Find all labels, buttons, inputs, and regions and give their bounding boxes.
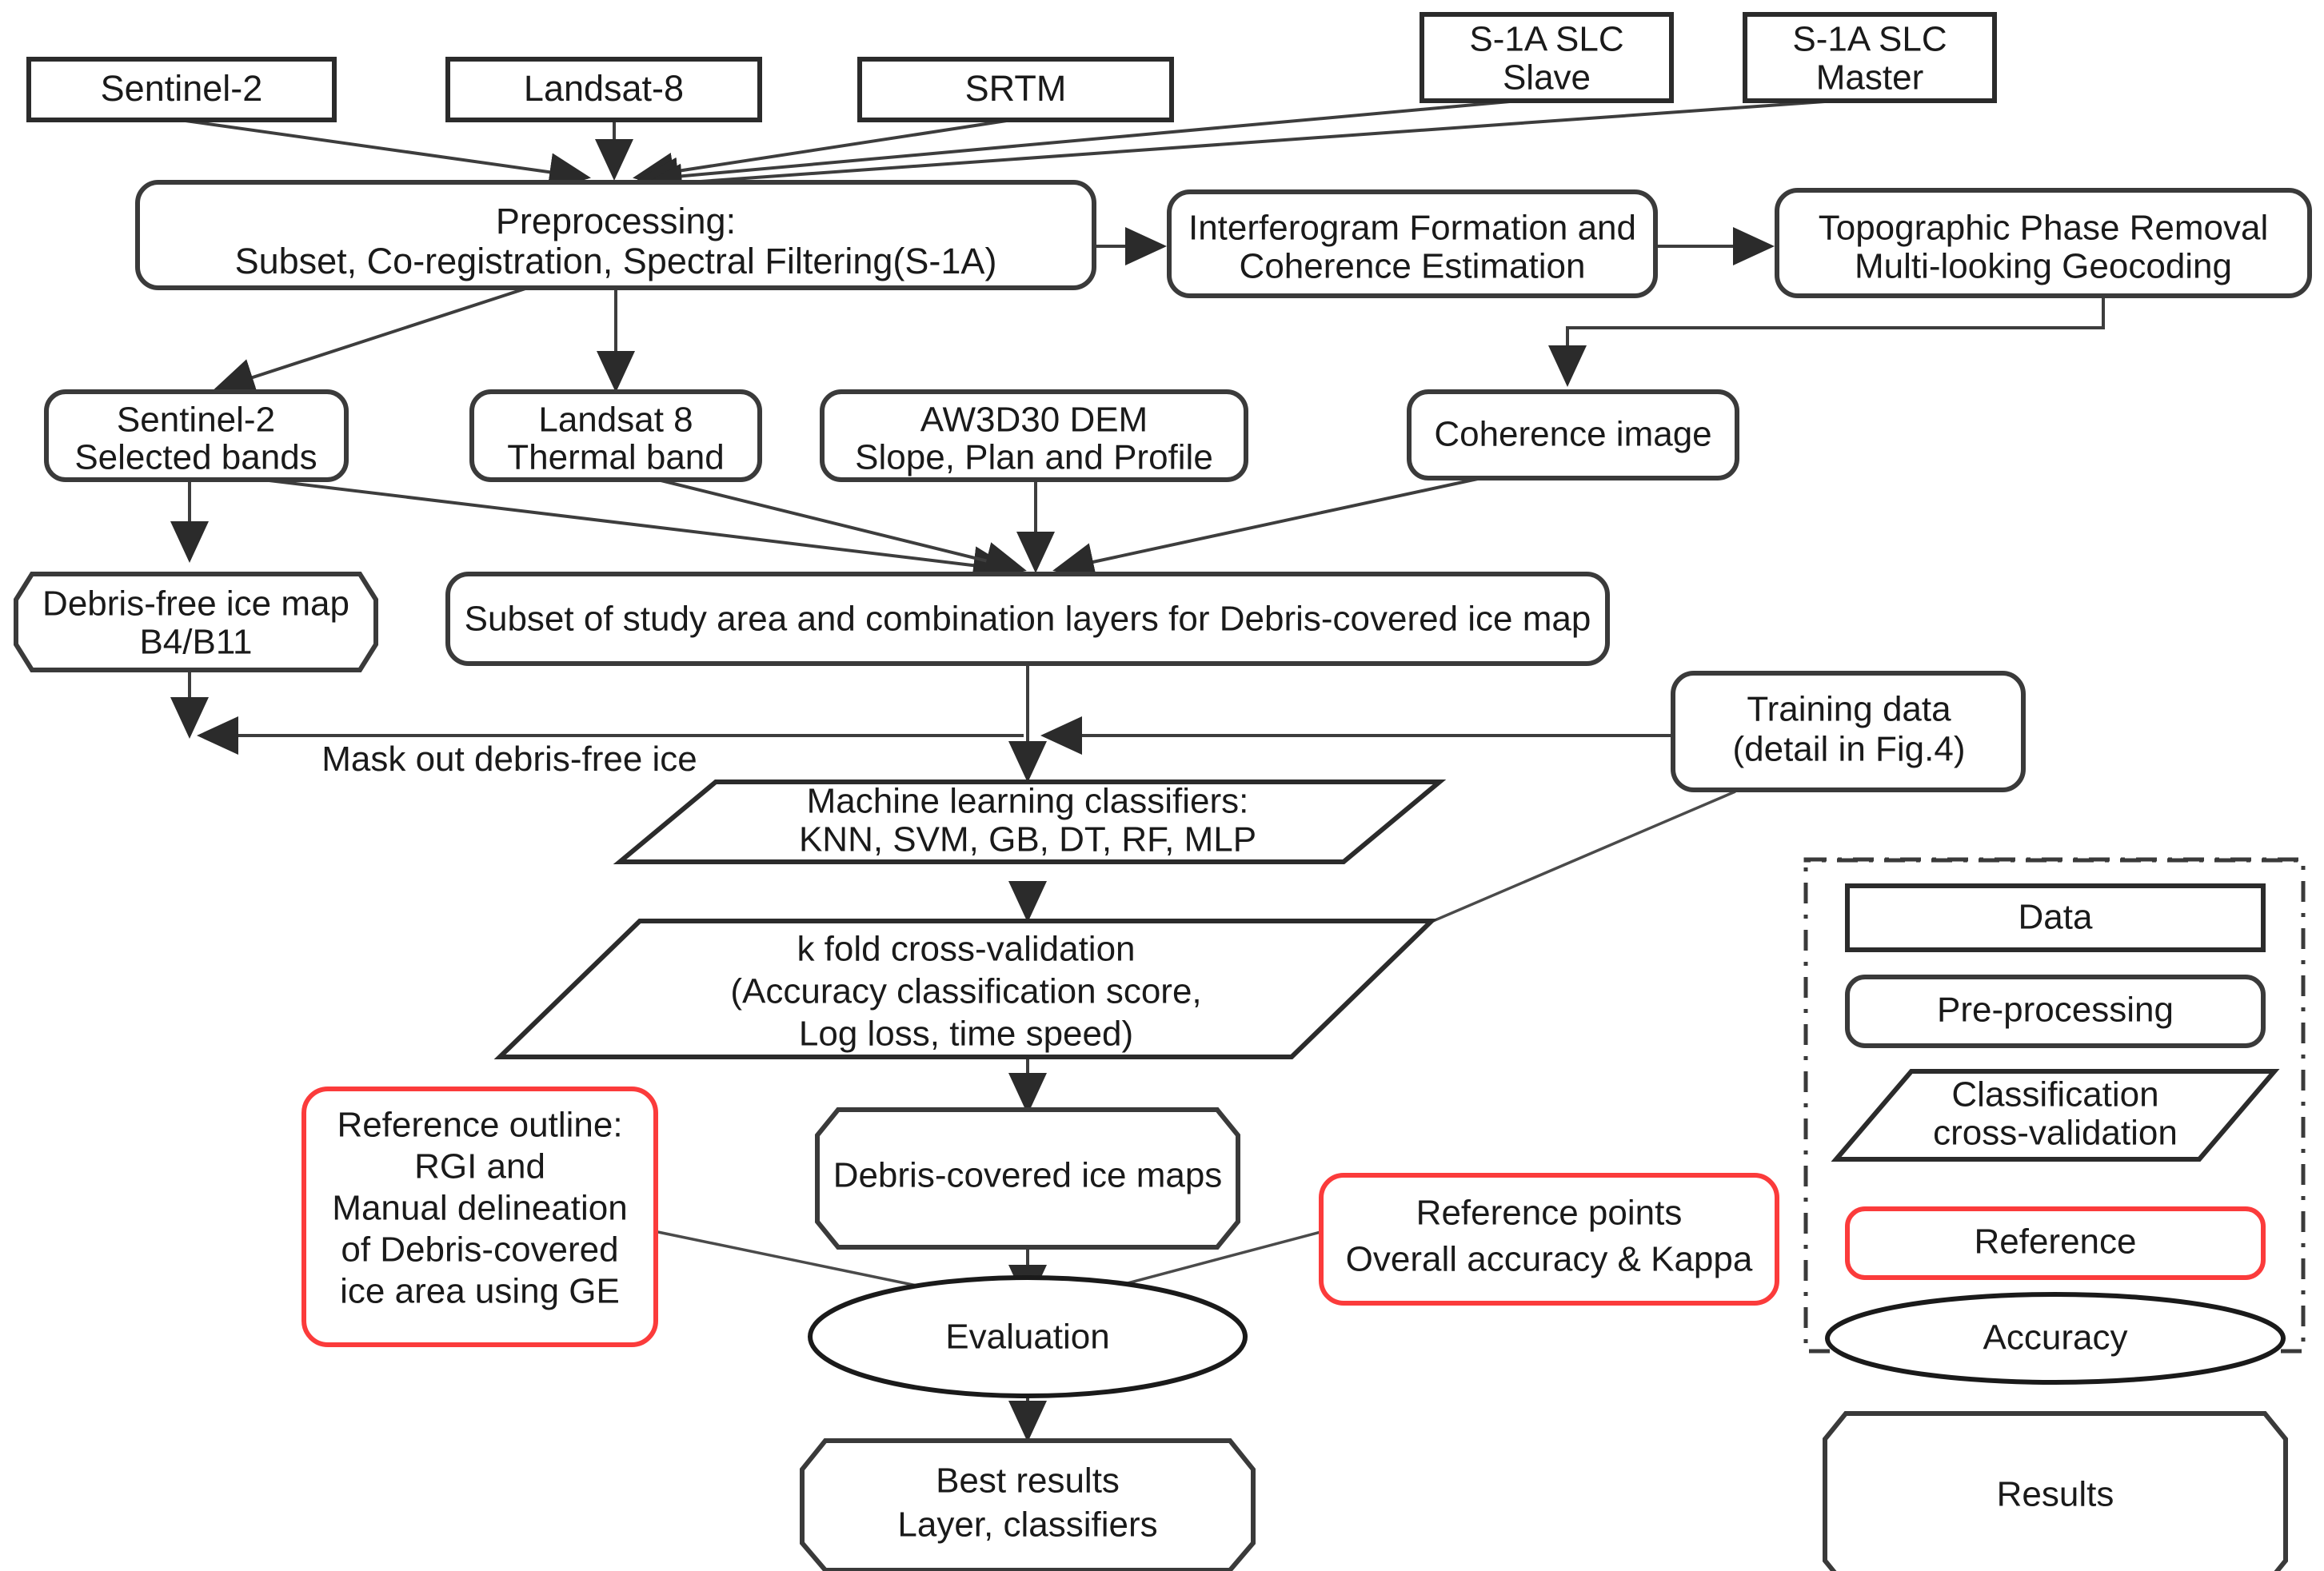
node-reference-points[interactable]: Reference points Overall accuracy & Kapp…	[1319, 1173, 1779, 1306]
node-sentinel-2[interactable]: Sentinel-2	[26, 57, 337, 122]
legend-item-reference: Reference	[1845, 1206, 2266, 1280]
node-landsat-8[interactable]: Landsat-8	[445, 57, 762, 122]
legend-label-data: Data	[2019, 898, 2093, 937]
node-s1a-slc-master-label-line1: S-1A SLC	[1792, 20, 1947, 59]
node-debris-covered-maps-label: Debris-covered ice maps	[833, 1156, 1223, 1195]
node-training-data[interactable]: Training data (detail in Fig.4)	[1671, 671, 2026, 792]
node-machine-learning-classifiers[interactable]: Machine learning classifiers: KNN, SVM, …	[613, 780, 1447, 864]
node-k-fold-cross-validation[interactable]: k fold cross-validation (Accuracy classi…	[493, 919, 1438, 1059]
node-debris-free-label-line2: B4/B11	[139, 623, 252, 662]
node-aw3d30-label-line2: Slope, Plan and Profile	[855, 438, 1213, 477]
node-reference-outline[interactable]: Reference outline: RGI and Manual deline…	[301, 1087, 658, 1347]
node-srtm-label: SRTM	[965, 68, 1067, 109]
node-evaluation[interactable]: Evaluation	[808, 1275, 1248, 1398]
node-topographic-label-line1: Topographic Phase Removal	[1819, 209, 2269, 248]
node-aw3d30-dem[interactable]: AW3D30 DEM Slope, Plan and Profile	[820, 389, 1248, 482]
node-kfold-label-line1: k fold cross-validation	[797, 930, 1135, 969]
node-landsat8-thermal-label-line2: Thermal band	[507, 438, 724, 477]
node-training-data-label-line2: (detail in Fig.4)	[1732, 730, 1965, 769]
legend-label-pre-processing: Pre-processing	[1937, 991, 2174, 1030]
node-s1a-slc-slave-label-line1: S-1A SLC	[1469, 20, 1623, 59]
node-s1a-slc-master-label-line2: Master	[1816, 58, 1923, 98]
legend-item-accuracy: Accuracy	[1825, 1292, 2286, 1385]
node-srtm[interactable]: SRTM	[857, 57, 1174, 122]
node-reference-outline-label-line2: RGI and	[414, 1147, 545, 1186]
node-interferogram-label-line1: Interferogram Formation and	[1188, 209, 1636, 248]
node-subset-combination-label: Subset of study area and combination lay…	[465, 600, 1591, 639]
node-interferogram-label-line2: Coherence Estimation	[1240, 247, 1586, 286]
node-sentinel-2-label: Sentinel-2	[101, 68, 263, 109]
legend-label-classification: Classification	[1951, 1075, 2158, 1114]
node-reference-outline-label-line3: Manual delineation	[332, 1189, 627, 1228]
node-debris-free-label-line1: Debris-free ice map	[42, 584, 349, 624]
legend-item-data: Data	[1845, 883, 2266, 952]
node-coherence-image-label: Coherence image	[1434, 415, 1711, 454]
node-aw3d30-label-line1: AW3D30 DEM	[920, 401, 1148, 440]
node-subset-combination-layers[interactable]: Subset of study area and combination lay…	[445, 572, 1610, 666]
node-kfold-label-line2: (Accuracy classification score,	[730, 972, 1201, 1011]
node-landsat8-thermal-label-line1: Landsat 8	[538, 401, 693, 440]
node-ml-classifiers-label-line1: Machine learning classifiers:	[807, 782, 1249, 821]
node-s1a-slc-master[interactable]: S-1A SLC Master	[1743, 12, 1997, 103]
node-evaluation-label: Evaluation	[945, 1318, 1109, 1357]
node-s1a-slc-slave-label-line2: Slave	[1503, 58, 1591, 98]
node-best-results-label-line1: Best results	[936, 1461, 1120, 1501]
node-interferogram-formation[interactable]: Interferogram Formation and Coherence Es…	[1167, 189, 1658, 298]
node-reference-outline-label-line1: Reference outline:	[337, 1106, 622, 1145]
node-sentinel2-bands-label-line2: Selected bands	[74, 438, 317, 477]
node-best-results[interactable]: Best results Layer, classifiers	[800, 1438, 1256, 1571]
node-sentinel2-selected-bands[interactable]: Sentinel-2 Selected bands	[44, 389, 349, 482]
legend-item-pre-processing: Pre-processing	[1845, 975, 2266, 1048]
node-landsat8-thermal-band[interactable]: Landsat 8 Thermal band	[469, 389, 762, 482]
node-reference-outline-label-line4: of Debris-covered	[341, 1230, 618, 1270]
node-coherence-image[interactable]: Coherence image	[1407, 389, 1739, 480]
node-preprocessing[interactable]: Preprocessing: Subset, Co-registration, …	[135, 180, 1096, 290]
node-sentinel2-bands-label-line1: Sentinel-2	[117, 401, 275, 440]
node-debris-free-ice-map[interactable]: Debris-free ice map B4/B11	[14, 572, 378, 672]
node-kfold-label-line3: Log loss, time speed)	[799, 1015, 1133, 1054]
legend-label-accuracy: Accuracy	[1983, 1318, 2128, 1358]
node-best-results-label-line2: Layer, classifiers	[897, 1505, 1157, 1545]
node-s1a-slc-slave[interactable]: S-1A SLC Slave	[1420, 12, 1674, 103]
node-training-data-label-line1: Training data	[1747, 690, 1951, 729]
node-reference-points-label-line2: Overall accuracy & Kappa	[1346, 1240, 1753, 1279]
legend-item-results: Results	[1823, 1411, 2288, 1571]
legend-item-classification: Classification cross-validation	[1831, 1069, 2280, 1162]
node-reference-outline-label-line5: ice area using GE	[340, 1272, 620, 1311]
node-topographic-label-line2: Multi-looking Geocoding	[1855, 247, 2232, 286]
node-ml-classifiers-label-line2: KNN, SVM, GB, DT, RF, MLP	[799, 820, 1256, 859]
node-reference-points-label-line1: Reference points	[1416, 1194, 1683, 1233]
legend-label-results: Results	[1997, 1475, 2114, 1514]
node-preprocessing-label-line2: Subset, Co-registration, Spectral Filter…	[235, 241, 997, 281]
node-landsat-8-label: Landsat-8	[524, 68, 684, 109]
edge-label-mask-out-debris-free-ice: Mask out debris-free ice	[321, 740, 697, 779]
legend-label-reference: Reference	[1974, 1222, 2136, 1262]
legend-label-cross-validation: cross-validation	[1933, 1114, 2178, 1153]
node-preprocessing-label-line1: Preprocessing:	[496, 201, 736, 241]
node-debris-covered-ice-maps[interactable]: Debris-covered ice maps	[815, 1107, 1240, 1250]
legend-panel: Data Pre-processing Classification cross…	[1803, 857, 2306, 1571]
node-topographic-phase-removal[interactable]: Topographic Phase Removal Multi-looking …	[1775, 188, 2312, 298]
